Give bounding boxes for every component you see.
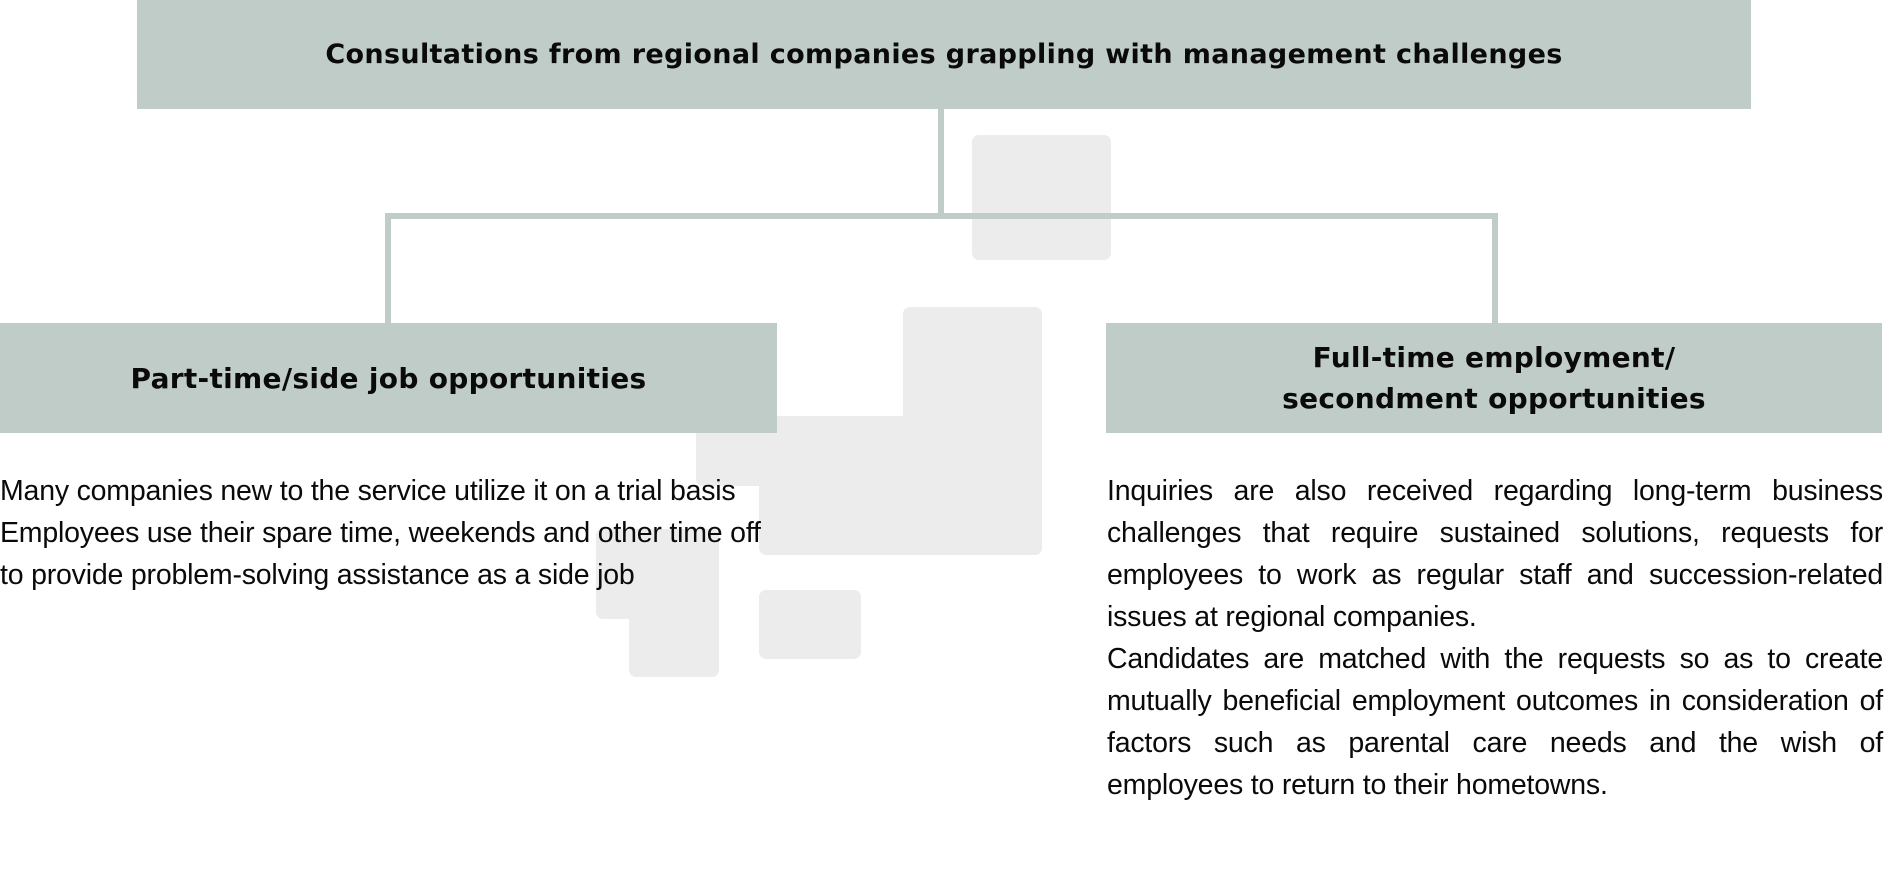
left-branch-paragraph: Employees use their spare time, weekends… (0, 517, 761, 591)
right-branch-title-line1: Full-time employment/ (1312, 341, 1676, 374)
left-branch-paragraph: Many companies new to the service utiliz… (0, 475, 736, 507)
right-branch-description: Inquiries are also received regarding lo… (1107, 470, 1883, 806)
left-branch-title: Part-time/side job opportunities (130, 361, 647, 395)
connector-vertical-top (938, 109, 944, 219)
right-branch-paragraph: Inquiries are also received regarding lo… (1107, 475, 1883, 633)
right-branch-header: Full-time employment/ secondment opportu… (1106, 323, 1882, 433)
decor-square-small (759, 590, 861, 659)
connector-vertical-left (385, 213, 391, 325)
top-node-title: Consultations from regional companies gr… (325, 39, 1563, 70)
right-branch-paragraph: Candidates are matched with the requests… (1107, 643, 1883, 801)
decor-square-left-tail (629, 529, 719, 677)
right-branch-title-line2: secondment opportunities (1282, 382, 1706, 415)
decor-square-upper (972, 135, 1111, 260)
left-branch-header: Part-time/side job opportunities (0, 323, 777, 433)
connector-vertical-right (1492, 213, 1498, 325)
top-node: Consultations from regional companies gr… (137, 0, 1751, 109)
decor-square-lower (759, 416, 1042, 555)
connector-horizontal (385, 213, 1498, 219)
left-branch-description: Many companies new to the service utiliz… (0, 470, 780, 596)
